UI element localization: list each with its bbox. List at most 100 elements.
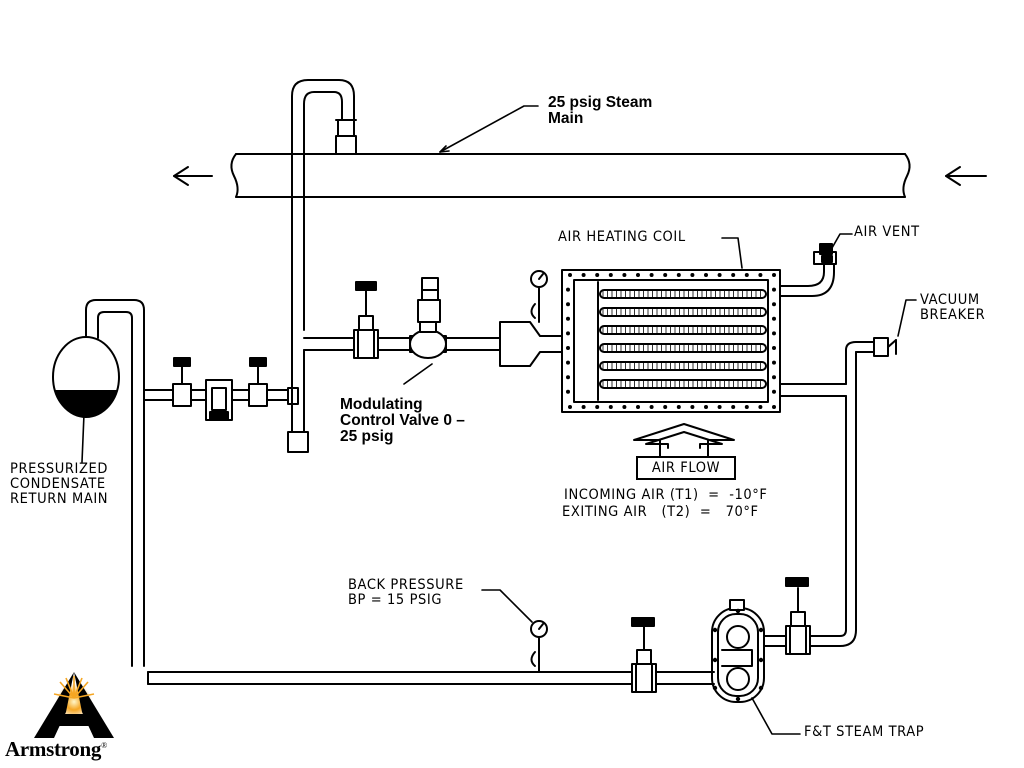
trap-bolt	[735, 608, 741, 614]
steam-trap-icon	[711, 599, 765, 703]
coil-condensate-pipe	[779, 337, 897, 631]
flange-bolt	[566, 346, 570, 350]
flange-bolt	[566, 331, 570, 336]
coil-tube	[599, 307, 767, 317]
flange-bolt	[758, 405, 763, 409]
flange-bolt	[568, 273, 572, 277]
trap-bolt	[758, 657, 764, 663]
flange-bolt	[772, 287, 776, 292]
exiting-air-label: EXITING AIR (T2) = 70°F	[562, 504, 759, 520]
flow-arrow-left-icon	[173, 166, 213, 186]
flange-bolt	[744, 273, 749, 277]
strainer-icon	[205, 379, 233, 421]
armstrong-logo-icon	[34, 672, 114, 738]
flange-bolt	[566, 389, 570, 394]
flange-bolt	[772, 360, 776, 365]
trap-bolt	[758, 685, 764, 691]
globe-valve-icon	[353, 281, 379, 359]
back-pressure-label: BACK PRESSURE BP = 15 PSIG	[348, 577, 464, 608]
trap-bolt	[712, 685, 718, 691]
flange-bolt	[649, 273, 654, 277]
armstrong-logo-text: Armstrong®	[5, 737, 107, 761]
globe-valve-icon	[172, 357, 192, 407]
flange-bolt	[772, 273, 776, 277]
trap-bolt	[712, 657, 718, 663]
flange-bolt	[690, 273, 695, 277]
globe-valve-icon	[631, 617, 657, 693]
condensate-return-line	[147, 671, 715, 685]
air-flow-arrow	[633, 423, 735, 457]
coil-tube	[599, 289, 767, 299]
drip-leg	[287, 337, 309, 453]
incoming-air-label: INCOMING AIR (T1) = -10°F	[564, 487, 768, 503]
flange-bolt	[704, 273, 708, 277]
flange-bolt	[758, 273, 763, 277]
flange-bolt	[595, 405, 600, 409]
flange-bolt	[717, 273, 722, 277]
condensate-main-pipe	[85, 299, 145, 667]
air-vent-label: AIR VENT	[854, 224, 920, 240]
flange-bolt	[568, 405, 572, 409]
coil-tube	[599, 325, 767, 335]
air-heating-coil	[561, 269, 781, 413]
trap-inlet-pipe	[745, 629, 857, 647]
flange-bolt	[731, 273, 736, 277]
flange-bolt	[566, 360, 570, 365]
flange-bolt	[636, 273, 640, 277]
flange-bolt	[566, 287, 570, 292]
steam-main-label: 25 psig Steam Main	[548, 94, 653, 127]
flange-bolt	[663, 405, 668, 409]
flange-bolt	[690, 405, 695, 409]
flange-bolt	[772, 331, 776, 336]
flange-bolt	[772, 302, 776, 307]
flange-bolt	[663, 273, 668, 277]
flange-bolt	[772, 346, 776, 350]
flange-bolt	[772, 375, 776, 380]
gauge-icon	[530, 270, 548, 323]
steam-takeoff-pipe	[291, 79, 357, 339]
flange-bolt	[731, 405, 736, 409]
vacuum-breaker-label: VACUUM BREAKER	[920, 292, 986, 323]
flange-bolt	[772, 389, 776, 394]
coil-vent-pipe	[779, 261, 835, 297]
steam-main-pipe	[230, 153, 911, 198]
flange-bolt	[608, 273, 613, 277]
flange-bolt	[622, 405, 627, 409]
condensate-main-label: PRESSURIZED CONDENSATE RETURN MAIN	[10, 461, 109, 507]
flange-bolt	[676, 273, 681, 277]
steam-trap-label: F&T STEAM TRAP	[804, 724, 925, 740]
flange-bolt	[566, 375, 570, 380]
air-heating-coil-label: AIR HEATING COIL	[558, 229, 686, 245]
modulating-valve-label: Modulating Control Valve 0 – 25 psig	[340, 396, 465, 445]
flange-bolt	[566, 302, 570, 307]
gauge-icon	[530, 620, 548, 673]
flange-bolt	[636, 405, 640, 409]
coil-tube	[599, 343, 767, 353]
coil-tube	[599, 379, 767, 389]
flange-bolt	[608, 405, 613, 409]
flange-bolt	[744, 405, 749, 409]
condensate-tank	[52, 336, 120, 418]
flange-bolt	[704, 405, 708, 409]
flange-bolt	[581, 405, 586, 409]
flange-bolt	[595, 273, 600, 277]
flange-bolt	[717, 405, 722, 409]
air-flow-label: AIR FLOW	[636, 456, 736, 480]
flange-bolt	[581, 273, 586, 277]
trap-bolt	[735, 696, 741, 702]
flange-bolt	[649, 405, 654, 409]
trap-bolt	[758, 627, 764, 633]
flange-bolt	[566, 316, 570, 321]
globe-valve-icon	[785, 577, 811, 655]
flange-bolt	[772, 316, 776, 321]
leader-lines	[81, 105, 917, 735]
flange-bolt	[622, 273, 627, 277]
globe-valve-icon	[248, 357, 268, 407]
flange-bolt	[772, 405, 776, 409]
flow-arrow-left-icon	[945, 166, 987, 186]
coil-tube	[599, 361, 767, 371]
modulating-control-valve	[409, 277, 447, 359]
trap-bolt	[712, 627, 718, 633]
flange-bolt	[676, 405, 681, 409]
